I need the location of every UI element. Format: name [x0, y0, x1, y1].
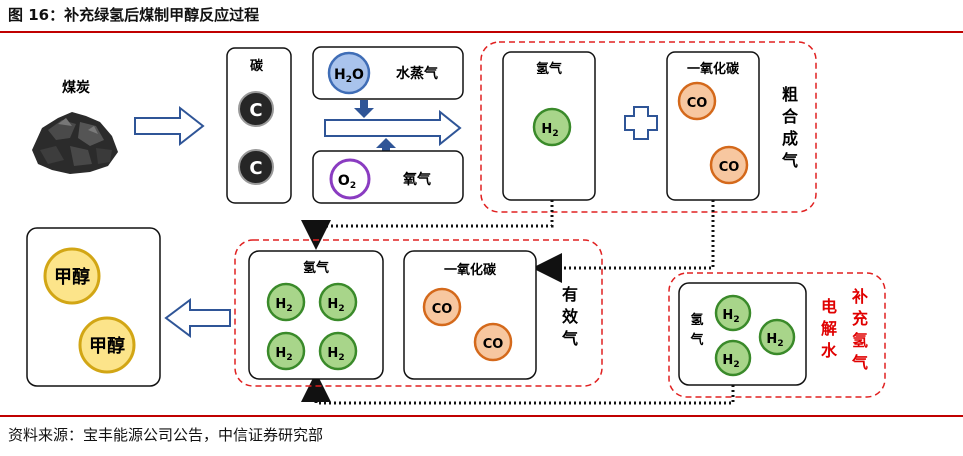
top-rule: [0, 31, 963, 33]
svg-text:氢: 氢: [852, 331, 868, 350]
effective-gas-group: [234, 239, 603, 387]
hollow-arrow-reaction: [324, 109, 462, 147]
supplement-hydrogen-label: 补 充 氢 气: [851, 287, 868, 372]
svg-text:CO: CO: [687, 96, 708, 111]
svg-text:O2: O2: [338, 173, 356, 191]
hydrogen-box-electrolysis: [678, 282, 807, 386]
h2-molecule-raw: H2: [532, 107, 572, 147]
hollow-arrow-coal: [134, 105, 205, 147]
svg-text:补: 补: [851, 287, 868, 306]
hydrogen-label-effective: 氢气: [303, 260, 329, 276]
svg-text:有: 有: [562, 285, 578, 304]
svg-text:解: 解: [821, 319, 837, 338]
svg-text:气: 气: [781, 151, 798, 170]
oxygen-label: 氧气: [402, 171, 431, 188]
svg-text:H2: H2: [541, 122, 558, 139]
svg-text:充: 充: [852, 309, 868, 328]
svg-text:气: 气: [690, 332, 703, 348]
svg-text:粗: 粗: [782, 85, 798, 104]
effective-gas-label: 有 效 气: [561, 285, 578, 348]
carbon-atom-2: C: [238, 149, 274, 185]
svg-text:H2: H2: [766, 332, 783, 349]
svg-text:H2O: H2O: [334, 67, 364, 85]
co-label-effective: 一氧化碳: [444, 262, 497, 278]
svg-text:H2: H2: [722, 308, 739, 325]
svg-text:CO: CO: [432, 302, 453, 317]
co-molecule-eff-1: CO: [422, 287, 462, 327]
svg-text:C: C: [249, 100, 262, 121]
raw-syngas-group: [480, 41, 817, 213]
svg-text:水: 水: [821, 341, 838, 360]
svg-text:H2: H2: [722, 353, 739, 370]
plus-icon: [624, 106, 658, 140]
svg-text:H2: H2: [327, 297, 344, 314]
h2-molecule-eff-4: H2: [318, 331, 358, 371]
svg-text:氢: 氢: [690, 312, 703, 328]
coal-label: 煤炭: [62, 79, 90, 96]
svg-text:H2: H2: [275, 346, 292, 363]
supplement-hydrogen-group: [668, 272, 886, 398]
co-molecule-raw-2: CO: [709, 145, 749, 185]
svg-text:C: C: [249, 158, 262, 179]
raw-syngas-label: 粗 合 成 气: [781, 85, 799, 170]
h2-molecule-elec-2: H2: [758, 318, 796, 356]
figure-title: 图 16：补充绿氢后煤制甲醇反应过程: [8, 6, 260, 24]
steam-down-arrow: [354, 100, 374, 118]
hollow-arrow-methanol: [164, 298, 231, 338]
svg-text:H2: H2: [327, 346, 344, 363]
svg-text:成: 成: [782, 129, 798, 148]
svg-text:H2: H2: [275, 297, 292, 314]
electrolysis-label: 电 解 水: [821, 297, 838, 360]
oxygen-up-arrow: [376, 138, 396, 156]
hydrogen-label-raw: 氢气: [536, 61, 562, 77]
co-molecule-eff-2: CO: [473, 322, 513, 362]
svg-text:气: 气: [561, 329, 578, 348]
bottom-rule: [0, 415, 963, 417]
steam-label: 水蒸气: [396, 65, 438, 82]
h2-molecule-eff-1: H2: [266, 282, 306, 322]
h2-molecule-eff-2: H2: [318, 282, 358, 322]
svg-text:气: 气: [851, 353, 868, 372]
h2o-molecule: H2O: [327, 51, 371, 95]
svg-text:效: 效: [562, 307, 578, 326]
h2-molecule-elec-3: H2: [714, 339, 752, 377]
co-molecule-raw-1: CO: [677, 81, 717, 121]
svg-text:合: 合: [782, 107, 799, 126]
methanol-molecule-2: 甲醇: [78, 316, 136, 374]
carbon-atom-1: C: [238, 91, 274, 127]
h2-molecule-elec-1: H2: [714, 294, 752, 332]
svg-text:甲醇: 甲醇: [89, 335, 125, 357]
svg-text:电: 电: [821, 297, 837, 316]
svg-text:CO: CO: [719, 160, 740, 175]
svg-text:甲醇: 甲醇: [54, 266, 90, 288]
svg-text:CO: CO: [483, 337, 504, 352]
carbon-box-label: 碳: [250, 58, 264, 74]
h2-molecule-eff-3: H2: [266, 331, 306, 371]
coal-image: [32, 112, 118, 174]
methanol-molecule-1: 甲醇: [43, 247, 101, 305]
dotted-connectors: [301, 200, 735, 405]
co-label-raw: 一氧化碳: [687, 61, 740, 77]
source-note: 资料来源：宝丰能源公司公告，中信证券研究部: [8, 426, 324, 444]
hydrogen-vertical-label: 氢 气: [690, 312, 703, 348]
o2-molecule: O2: [329, 158, 371, 200]
